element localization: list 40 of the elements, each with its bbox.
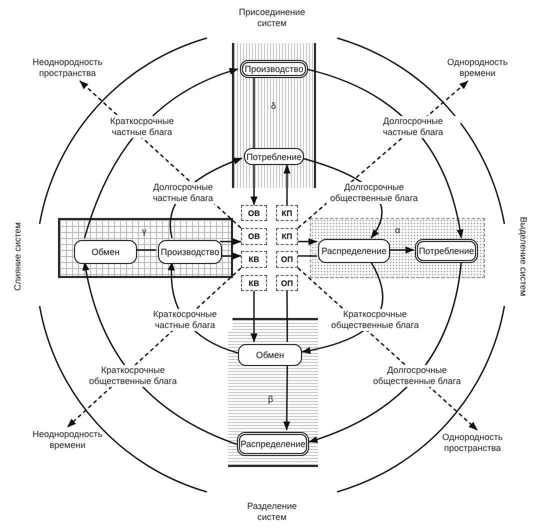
process-box: Обмен [74, 240, 137, 264]
greek-letter: δ [271, 101, 276, 111]
annotation-text: Однородность времени [430, 55, 525, 81]
abbreviation-box: КП [276, 228, 298, 245]
circle-label: Выделение систем [518, 216, 528, 296]
arrow [308, 262, 462, 443]
connector-line [135, 249, 156, 251]
connector-line [298, 255, 317, 257]
process-box: Потребление [415, 239, 478, 263]
greek-letter: α [395, 225, 400, 235]
process-box: Распределение [237, 432, 309, 456]
greek-letter: β [268, 394, 274, 404]
greek-letter: γ [142, 226, 146, 236]
arrow [298, 238, 318, 246]
annotation-text: Неоднородность пространства [20, 55, 115, 81]
arrow [389, 246, 414, 254]
connector-line [253, 78, 255, 148]
process-box: Производство [240, 60, 308, 78]
arrow [250, 291, 258, 342]
process-box: Распределение [318, 239, 390, 263]
arrow [283, 364, 290, 430]
arrow [220, 252, 242, 260]
arrow [220, 238, 242, 246]
arrow [250, 165, 258, 206]
process-box: Потребление [244, 148, 304, 165]
abbreviation-box: КП [276, 205, 298, 221]
abbreviation-box: ОВ [241, 205, 267, 221]
abbreviation-box: КВ [241, 275, 267, 291]
annotation-text: Однородность пространства [425, 430, 520, 456]
process-box: Обмен [238, 344, 302, 366]
abbreviation-box: КВ [241, 251, 267, 268]
arrow [284, 164, 290, 205]
abbreviation-box: ОП [276, 251, 298, 268]
annotation-text: Неоднородность времени [20, 427, 115, 453]
abbreviation-box: ОП [276, 275, 298, 291]
patterned-panel [310, 218, 485, 278]
process-box: Производство [158, 240, 222, 264]
connector-line [286, 291, 288, 342]
abbreviation-box: ОВ [241, 228, 267, 245]
patterned-panel [58, 218, 233, 278]
